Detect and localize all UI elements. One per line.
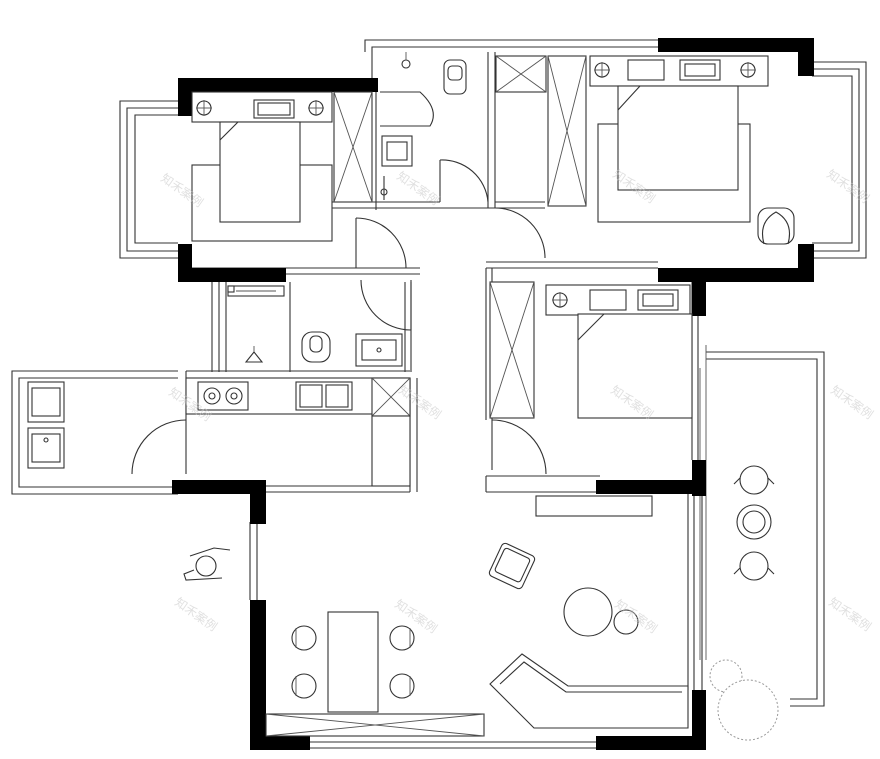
watermark-text: 知禾案例 bbox=[828, 382, 876, 422]
bed bbox=[617, 85, 739, 191]
bed bbox=[219, 121, 301, 223]
person-icon bbox=[183, 547, 231, 581]
dining-table bbox=[327, 611, 379, 713]
balcony-chair bbox=[733, 465, 775, 495]
balcony-chair bbox=[733, 551, 775, 581]
shower-icon bbox=[244, 346, 264, 363]
outline-walls bbox=[11, 39, 867, 749]
bed bbox=[577, 313, 693, 419]
lamp-icon bbox=[740, 62, 756, 78]
kitchen bbox=[185, 377, 411, 487]
tv-cabinet bbox=[535, 495, 653, 517]
dining-chair bbox=[291, 673, 317, 699]
structural-walls bbox=[172, 38, 814, 750]
bathroom-middle bbox=[227, 285, 403, 367]
watermark-text: 知禾案例 bbox=[172, 594, 220, 634]
laundry-balcony bbox=[27, 381, 65, 469]
watermark-text: 知禾案例 bbox=[824, 166, 872, 206]
bedroom-east bbox=[489, 281, 693, 419]
shower-icon bbox=[401, 59, 411, 69]
stove-icon bbox=[197, 381, 249, 411]
dining-chair bbox=[389, 625, 415, 651]
plant-icon bbox=[717, 679, 779, 741]
doors bbox=[131, 159, 547, 475]
headboard-shelf bbox=[589, 55, 769, 87]
bedroom-northwest bbox=[191, 91, 373, 242]
master-bedroom bbox=[495, 55, 795, 245]
armchair bbox=[757, 207, 795, 245]
lamp-icon bbox=[594, 62, 610, 78]
balcony-east bbox=[709, 465, 779, 741]
lamp-icon bbox=[196, 100, 212, 116]
bathroom-north bbox=[380, 52, 467, 200]
lamp-icon bbox=[552, 292, 568, 308]
sofa bbox=[489, 653, 689, 729]
coffee-table bbox=[563, 587, 613, 637]
dining-chair bbox=[291, 625, 317, 651]
living-dining-room bbox=[265, 495, 689, 737]
armchair bbox=[488, 542, 536, 590]
watermark-text: 知禾案例 bbox=[826, 594, 874, 634]
watermark-text: 知禾案例 bbox=[392, 596, 440, 636]
lamp-icon bbox=[308, 100, 324, 116]
side-table bbox=[613, 609, 639, 635]
dining-chair bbox=[389, 673, 415, 699]
